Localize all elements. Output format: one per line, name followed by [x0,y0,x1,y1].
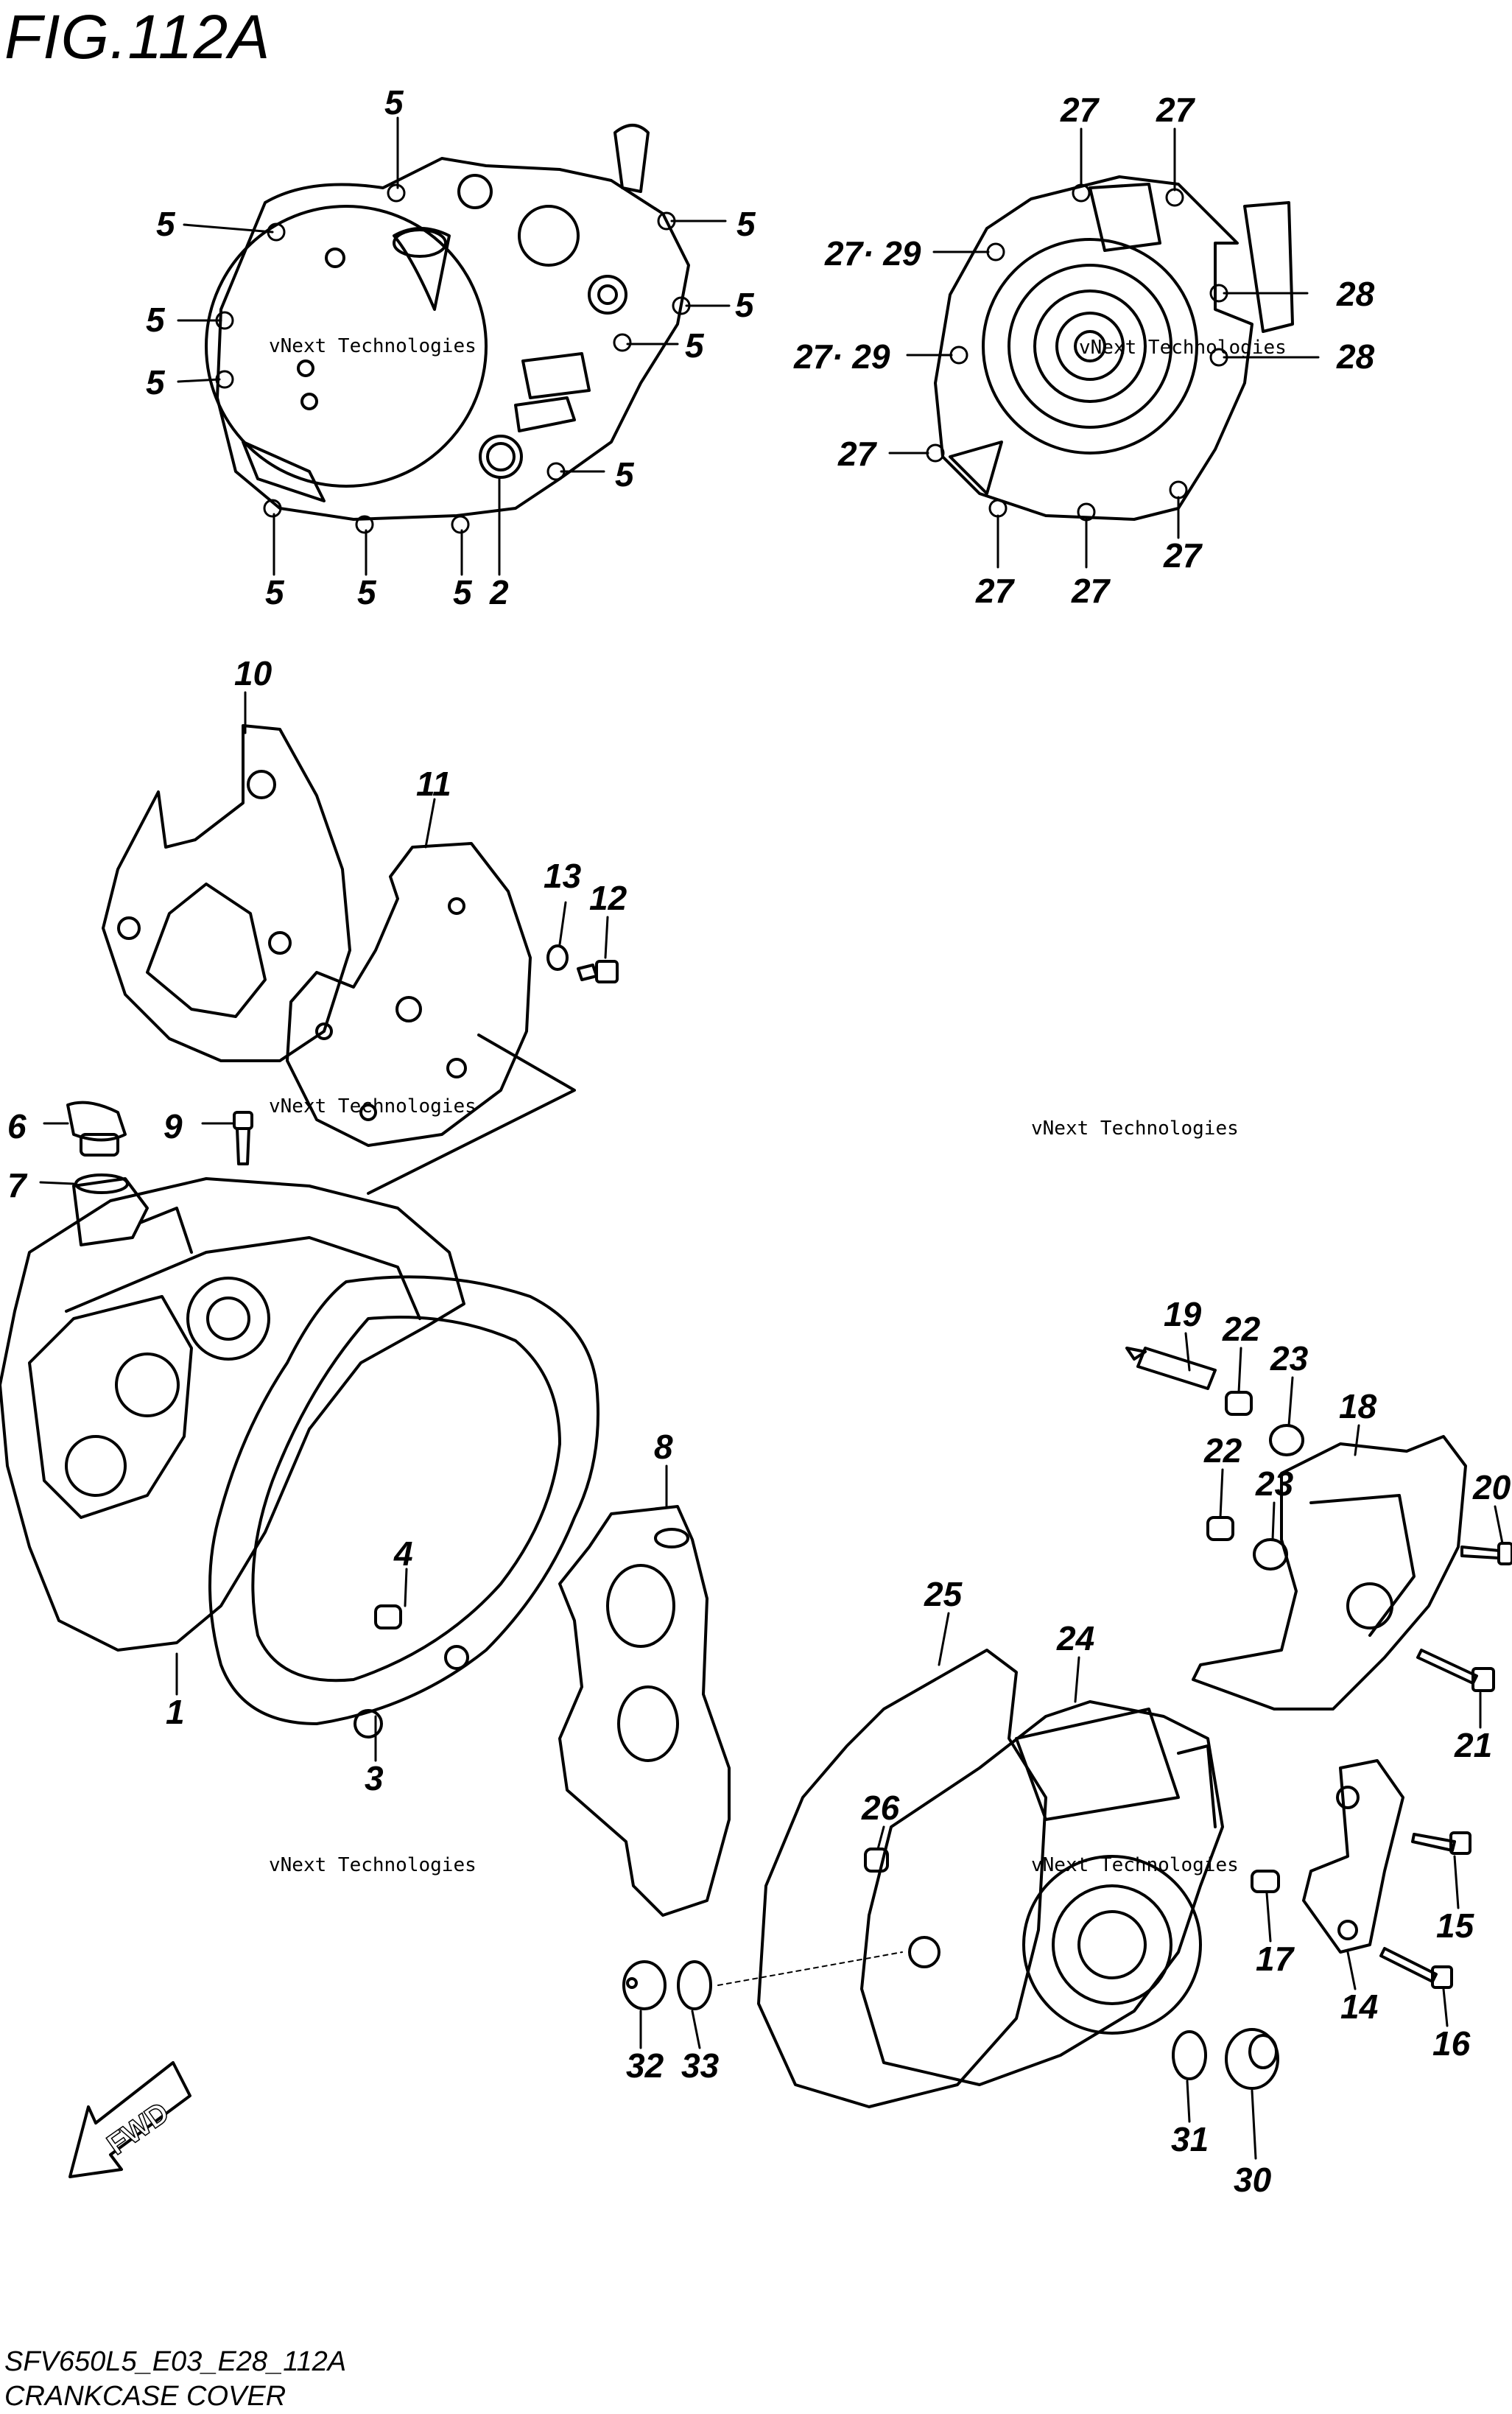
svg-text:vNext Technologies: vNext Technologies [1079,337,1287,359]
part-6-oil-filler-cap [66,1101,127,1157]
svg-text:vNext Technologies: vNext Technologies [269,335,477,357]
callout-21: 21 [1454,1726,1492,1764]
part-17-dowel-pin [1251,1870,1280,1893]
callout-2: 2 [489,573,509,611]
callout-1: 1 [166,1693,185,1731]
callout-27: 27 [1163,536,1203,575]
svg-text:vNext Technologies: vNext Technologies [269,1854,477,1876]
callout-27-29: 27· 29 [793,337,890,376]
callout-19: 19 [1164,1295,1202,1333]
svg-text:vNext Technologies: vNext Technologies [269,1095,477,1117]
callout-26: 26 [861,1789,900,1827]
callout-27: 27 [1060,91,1100,129]
part-25-gasket [757,1649,1047,2108]
callout-12: 12 [589,879,627,917]
callout-5: 5 [453,573,473,611]
svg-text:vNext Technologies: vNext Technologies [1031,1854,1239,1876]
callout-14: 14 [1340,1987,1378,2026]
part-30-plug [1225,2028,1279,2090]
callout-5: 5 [265,573,285,611]
callout-22: 22 [1203,1431,1242,1470]
callout-3: 3 [365,1759,384,1797]
callout-27: 27 [837,435,878,473]
part-33-o-ring [677,1960,712,2010]
part-13-washer [546,944,569,971]
callout-28: 28 [1336,275,1375,313]
part-26-dowel-pin [864,1848,889,1873]
callout-28: 28 [1336,337,1375,376]
callout-10: 10 [234,654,272,692]
callout-27-29: 27· 29 [824,234,921,273]
callout-5: 5 [735,286,755,324]
part-15-bolt [1411,1831,1471,1855]
callout-9: 9 [163,1107,183,1145]
part-4-dowel-pin [374,1604,402,1629]
leader-lines [39,116,1504,2160]
part-8-gasket [558,1505,731,1917]
callout-31: 31 [1171,2120,1209,2158]
part-10-cover-plate [102,724,351,1062]
callout-labels: 5 5 5 5 5 5 5 5 5 5 5 2 27 27 27· 29 27·… [7,83,1511,2199]
callout-5: 5 [685,326,705,365]
figure-caption: CRANKCASE COVER [4,2381,286,2412]
callout-8: 8 [654,1428,673,1466]
callout-25: 25 [924,1575,963,1613]
callout-30: 30 [1234,2161,1272,2199]
callout-5: 5 [156,205,176,243]
figure-code: SFV650L5_E03_E28_112A [4,2346,347,2377]
part-12-bolt [577,960,619,983]
part-1-crankcase-cover [0,1177,465,1652]
generator-cover-outline [934,175,1294,521]
part-21-bolt [1416,1649,1495,1692]
callout-5: 5 [384,83,404,122]
callout-5: 5 [146,301,166,339]
part-32-plug [622,1960,667,2010]
callout-17: 17 [1256,1940,1295,1978]
callout-11: 11 [416,765,451,803]
clutch-cover-outline [205,124,690,521]
callout-27: 27 [975,572,1016,610]
callout-33: 33 [681,2046,720,2085]
part-20-bolt [1460,1542,1512,1565]
callout-22: 22 [1222,1310,1261,1348]
callout-4: 4 [393,1534,413,1573]
figure-title: FIG.112A [4,2,271,71]
part-22-grommet-upper [1225,1391,1253,1416]
plug-32-leader-line [717,1951,903,1986]
callout-16: 16 [1432,2024,1471,2063]
callout-32: 32 [626,2046,664,2085]
callout-6: 6 [7,1107,27,1145]
fwd-arrow-icon [68,2061,191,2178]
part-3-gasket [208,1275,599,1738]
fwd-label: FWD [102,2097,175,2161]
callout-27: 27 [1156,91,1196,129]
part-16-bolt [1379,1947,1453,1989]
callout-15: 15 [1436,1906,1475,1945]
callout-5: 5 [615,455,635,494]
part-14-bracket [1302,1759,1404,1954]
part-31-o-ring [1172,2030,1207,2080]
callout-7: 7 [7,1166,28,1204]
part-23-cushion-upper [1269,1424,1304,1456]
watermarks: vNext Technologies vNext Technologies vN… [269,335,1287,1876]
callout-23: 23 [1270,1339,1309,1378]
callout-5: 5 [736,205,756,243]
part-11-gasket [286,842,576,1195]
callout-27: 27 [1071,572,1111,610]
part-22-grommet-lower [1206,1516,1234,1541]
part-18-cover [1192,1435,1467,1710]
callout-18: 18 [1339,1387,1377,1425]
part-9-bolt [233,1111,253,1165]
callout-5: 5 [146,363,166,401]
callout-24: 24 [1056,1619,1094,1657]
callout-23: 23 [1255,1464,1294,1503]
callout-5: 5 [357,573,377,611]
part-19-spacer [1125,1347,1217,1390]
callout-13: 13 [544,857,582,895]
svg-text:vNext Technologies: vNext Technologies [1031,1117,1239,1140]
callout-20: 20 [1472,1468,1511,1506]
part-24-generator-cover [860,1700,1224,2086]
